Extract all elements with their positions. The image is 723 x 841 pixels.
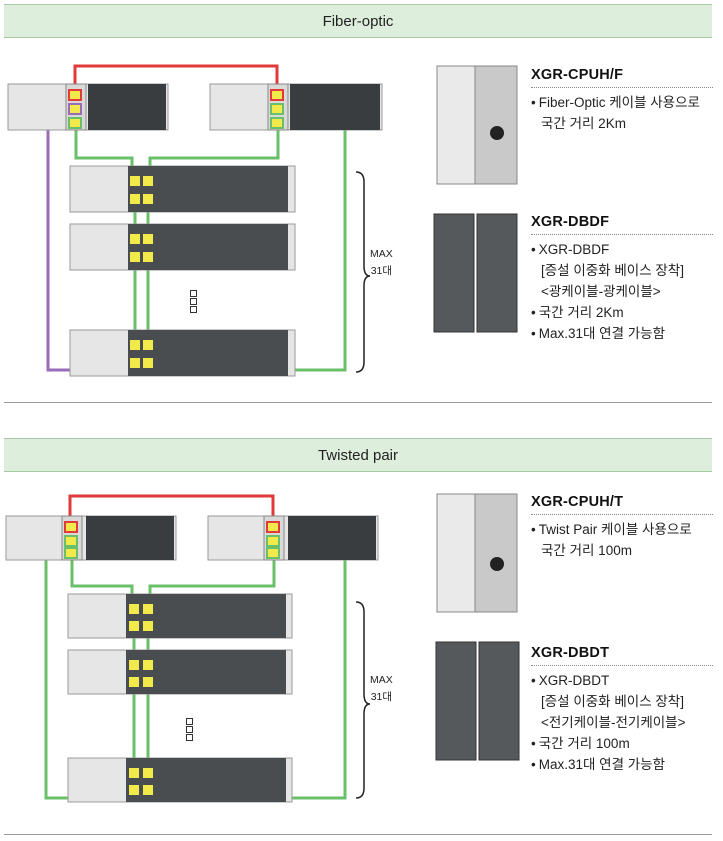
continuation-dots-fiber: [190, 290, 197, 314]
max-label-line1: MAX: [370, 248, 393, 260]
max-bracket: [355, 171, 371, 373]
module-rule: [531, 665, 713, 666]
module-line: <전기케이블-전기케이블>: [541, 715, 686, 730]
module-title: XGR-CPUH/F: [531, 67, 624, 83]
section-header-twisted-pair: Twisted pair: [4, 438, 712, 472]
cpu-rack-right: [207, 515, 379, 561]
module-line: [증설 이중화 베이스 장착]: [541, 263, 684, 278]
module-info-xgr-dbdt: XGR-DBDT XGR-DBDT [증설 이중화 베이스 장착] <전기케이블…: [531, 645, 713, 775]
max-bracket: [355, 601, 371, 799]
expansion-rack-3: [69, 329, 296, 377]
section-divider: [4, 834, 712, 835]
module-line: XGR-DBDT: [531, 670, 713, 691]
module-line: [증설 이중화 베이스 장착]: [541, 694, 684, 709]
max-label-line2: 31대: [370, 691, 393, 703]
module-lines: Fiber-Optic 케이블 사용으로 국간 거리 2Km: [531, 92, 713, 134]
section-header-fiber-optic: Fiber-optic: [4, 4, 712, 38]
module-line: <광케이블-광케이블>: [541, 284, 661, 299]
max-label-twisted: MAX 31대: [370, 672, 393, 706]
module-line: Twist Pair 케이블 사용으로: [531, 519, 713, 540]
section-divider: [4, 402, 712, 403]
fiber-optic-diagram: [7, 64, 518, 377]
module-rule: [531, 514, 713, 515]
module-line: Max.31대 연결 가능함: [531, 754, 713, 775]
dbdt-module-picture: [435, 641, 520, 761]
cpu-link-red: [73, 64, 279, 90]
module-line: 국간 거리 2Km: [541, 116, 626, 131]
module-info-xgr-dbdf: XGR-DBDF XGR-DBDF [증설 이중화 베이스 장착] <광케이블-…: [531, 214, 713, 344]
max-label-fiber: MAX 31대: [370, 246, 393, 280]
module-line: XGR-DBDF: [531, 239, 713, 260]
module-rule: [531, 87, 713, 88]
max-label-line1: MAX: [370, 674, 393, 686]
cpu-rack-left: [5, 515, 177, 561]
module-line: 국간 거리 100m: [531, 733, 713, 754]
section-title: Twisted pair: [317, 446, 399, 464]
expansion-rack-1: [67, 593, 293, 639]
module-lines: Twist Pair 케이블 사용으로 국간 거리 100m: [531, 519, 713, 561]
twisted-pair-diagram: [5, 493, 520, 803]
cpuh-t-module-picture: [436, 493, 518, 613]
expansion-rack-1: [69, 165, 296, 213]
module-rule: [531, 234, 713, 235]
module-title: XGR-DBDF: [531, 214, 610, 230]
expansion-rack-3: [67, 757, 293, 803]
cpu-rack-right: [209, 83, 383, 131]
module-line: 국간 거리 2Km: [531, 302, 713, 323]
max-label-line2: 31대: [370, 265, 393, 277]
cpu-rack-left: [7, 83, 169, 131]
dbdf-module-picture: [433, 213, 518, 333]
module-line: Fiber-Optic 케이블 사용으로: [531, 92, 713, 113]
expansion-rack-2: [69, 223, 296, 271]
module-lines: XGR-DBDT [증설 이중화 베이스 장착] <전기케이블-전기케이블> 국…: [531, 670, 713, 775]
expansion-rack-2: [67, 649, 293, 695]
module-title: XGR-DBDT: [531, 645, 610, 661]
module-info-xgr-cpuh-t: XGR-CPUH/T Twist Pair 케이블 사용으로 국간 거리 100…: [531, 494, 713, 561]
cpu-link-red: [68, 494, 275, 522]
continuation-dots-twisted: [186, 718, 193, 742]
module-line: Max.31대 연결 가능함: [531, 323, 713, 344]
cpuh-f-module-picture: [436, 65, 518, 185]
section-title: Fiber-optic: [322, 12, 394, 30]
module-lines: XGR-DBDF [증설 이중화 베이스 장착] <광케이블-광케이블> 국간 …: [531, 239, 713, 344]
module-info-xgr-cpuh-f: XGR-CPUH/F Fiber-Optic 케이블 사용으로 국간 거리 2K…: [531, 67, 713, 134]
module-line: 국간 거리 100m: [541, 543, 632, 558]
module-title: XGR-CPUH/T: [531, 494, 624, 510]
